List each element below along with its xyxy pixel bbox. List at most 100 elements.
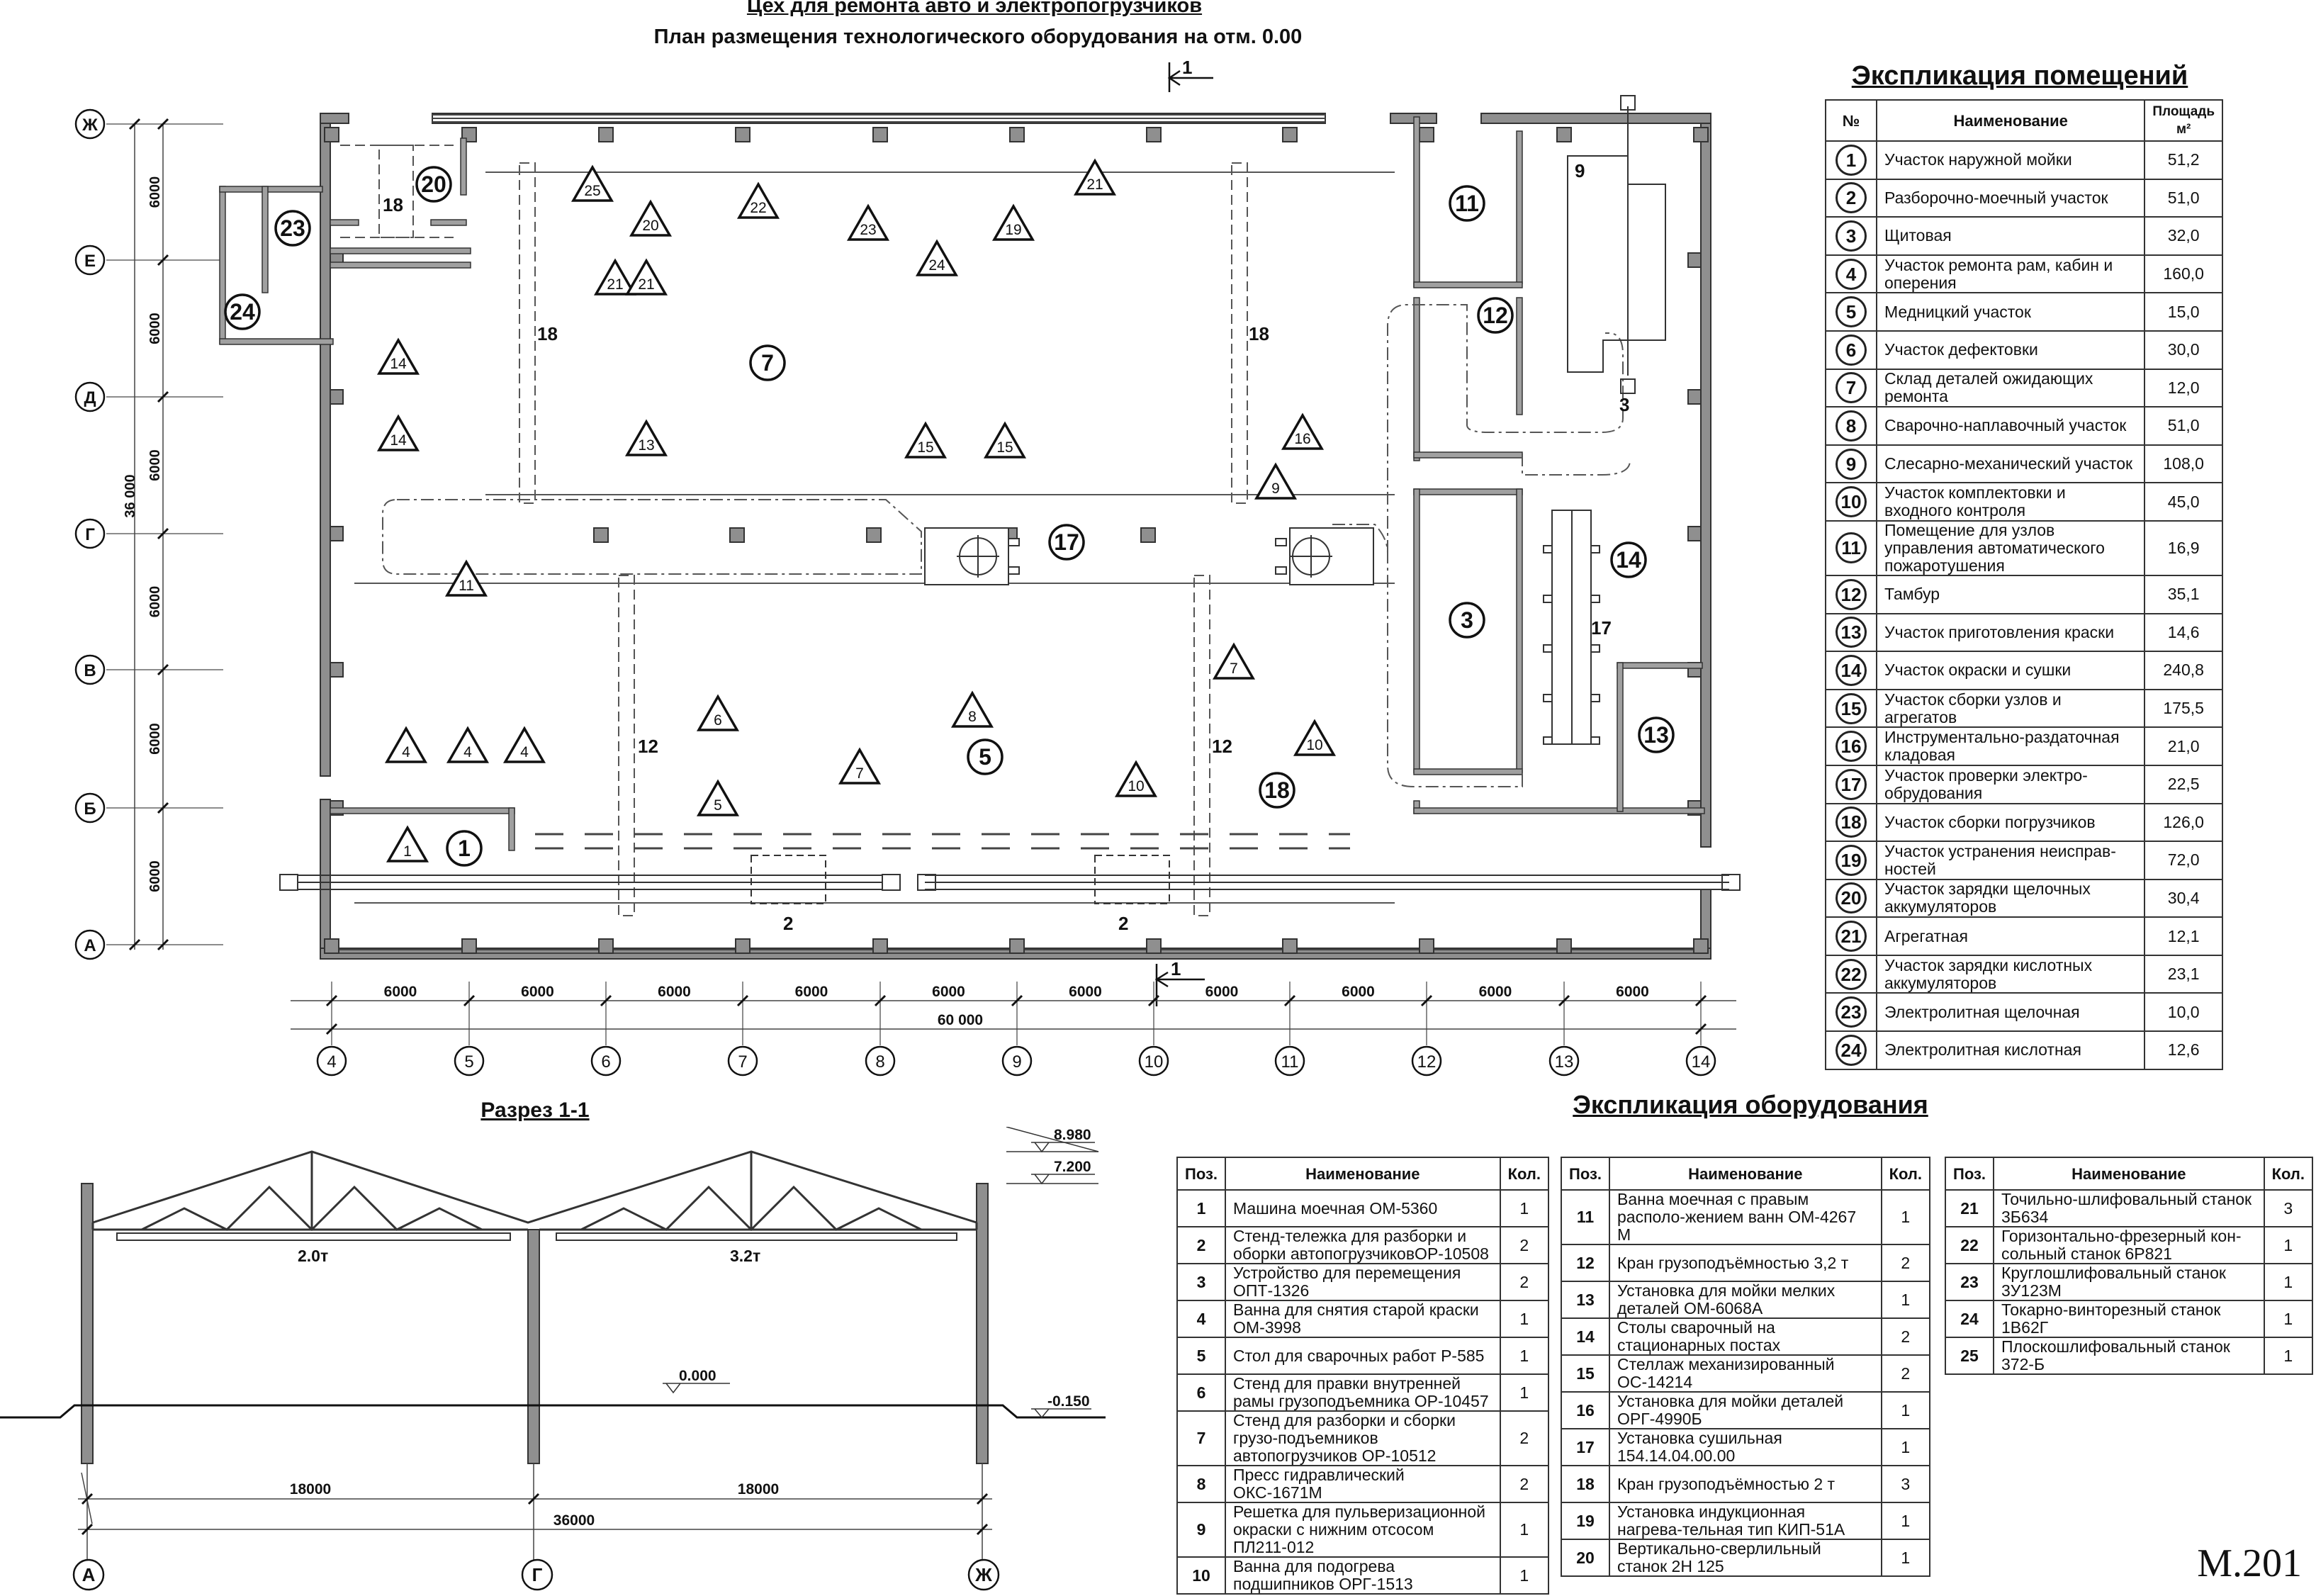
room-marker: 13 <box>1638 716 1675 753</box>
room-area: 30,4 <box>2144 878 2223 918</box>
svg-text:20: 20 <box>421 172 446 197</box>
equipment-pos: 8 <box>1176 1465 1227 1503</box>
equipment-pos: 1 <box>1176 1189 1227 1227</box>
bay-dimension: 6000 <box>147 449 163 481</box>
eq1-col-name: Наименование <box>1225 1157 1501 1191</box>
svg-text:13: 13 <box>1643 722 1669 748</box>
svg-text:Д: Д <box>84 388 96 408</box>
equipment-marker: 22 <box>736 181 780 219</box>
span-dimension: 6000 <box>1616 984 1649 1000</box>
span-dimension: 6000 <box>1069 984 1102 1000</box>
equipment-qty: 1 <box>1880 1391 1931 1429</box>
equipment-pos: 5 <box>1176 1337 1227 1375</box>
equipment-pos: 20 <box>1560 1539 1611 1577</box>
equipment-marker: 5 <box>696 779 740 816</box>
equipment-qty: 1 <box>2263 1337 2314 1375</box>
svg-text:14: 14 <box>1692 1052 1711 1072</box>
room-marker: 7 <box>749 344 786 381</box>
equipment-row: 1 Машина моечная ОМ-5360 1 <box>1176 1189 1550 1227</box>
svg-text:21: 21 <box>607 276 623 293</box>
room-area: 21,0 <box>2144 726 2223 766</box>
dimension-lines <box>134 124 1736 1030</box>
equipment-name: Ванна для подогрева подшипников ОРГ-1513 <box>1225 1556 1501 1595</box>
svg-text:8: 8 <box>875 1052 884 1072</box>
room-name: Склад деталей ожидающих ремонта <box>1875 368 2146 408</box>
equipment-marker: 4 <box>446 726 490 763</box>
svg-text:7: 7 <box>855 765 864 782</box>
room-name: Участок приготовления краски <box>1875 612 2146 653</box>
room9-label: 9 <box>1575 160 1585 181</box>
equipment-name: Плоскошлифовальный станок 372-Б <box>1993 1337 2265 1375</box>
room-area: 45,0 <box>2144 482 2223 522</box>
equipment-row: 19 Установка индукционная нагрева-тельна… <box>1560 1502 1931 1540</box>
equipment-marker: 19 <box>991 203 1035 241</box>
equipment-pos: 14 <box>1560 1317 1611 1356</box>
equipment-marker: 10 <box>1293 719 1337 756</box>
room-row: 3 Щитовая 32,0 <box>1825 216 2223 256</box>
room-area: 16,9 <box>2144 519 2223 576</box>
equipment-row: 6 Стенд для правки внутренней рамы грузо… <box>1176 1373 1550 1412</box>
column-axis-marker: 9 <box>1001 1045 1033 1077</box>
svg-text:15: 15 <box>996 439 1013 456</box>
eq3-col-qty: Кол. <box>2263 1157 2314 1191</box>
equipment-marker: 13 <box>624 419 668 456</box>
equipment-qty: 1 <box>1499 1189 1550 1227</box>
room-number-circle: 19 <box>1836 844 1867 876</box>
room-marker: 12 <box>1477 297 1514 334</box>
room-name: Разборочно-моечный участок <box>1875 178 2146 218</box>
svg-text:22: 22 <box>750 200 766 216</box>
room-name: Участок зарядки щелочных аккумуляторов <box>1875 878 2146 918</box>
row-axis-marker: А <box>74 929 106 960</box>
room-number-circle: 15 <box>1836 692 1867 724</box>
drawing-title: Цех для ремонта авто и электропогрузчико… <box>746 0 1203 17</box>
room-name: Слесарно-механический участок <box>1875 444 2146 484</box>
section-span-right: 18000 <box>738 1481 779 1497</box>
svg-text:15: 15 <box>917 439 933 456</box>
room-row: 24 Электролитная кислотная 12,6 <box>1825 1030 2223 1070</box>
column-axis-marker: 11 <box>1274 1045 1305 1077</box>
svg-text:24: 24 <box>230 299 255 325</box>
room-name: Медницкий участок <box>1875 292 2146 332</box>
equipment-marker: 25 <box>570 164 614 202</box>
room-row: 17 Участок проверки электро-обрудования … <box>1825 764 2223 804</box>
room-name: Щитовая <box>1875 216 2146 256</box>
svg-text:19: 19 <box>1005 222 1021 238</box>
room-row: 12 Тамбур 35,1 <box>1825 574 2223 614</box>
equipment-pos: 24 <box>1944 1300 1995 1338</box>
plan-title: План размещения технологического оборудо… <box>653 26 1303 48</box>
equipment-name: Стенд для разборки и сборки грузо-подъем… <box>1225 1410 1501 1466</box>
equipment-qty: 2 <box>1499 1263 1550 1301</box>
eq1-col-pos: Поз. <box>1176 1157 1227 1191</box>
svg-text:А: А <box>84 936 96 955</box>
room-name: Участок наружной мойки <box>1875 140 2146 180</box>
crane-tracks <box>340 145 1395 916</box>
room-number-circle: 1 <box>1836 144 1867 176</box>
equipment-pos: 4 <box>1176 1300 1227 1338</box>
room-number-circle: 16 <box>1836 731 1867 763</box>
equipment-name: Установка для мойки мелких деталей ОМ-60… <box>1609 1281 1882 1319</box>
bay-dimension: 6000 <box>147 723 163 755</box>
room-area: 10,0 <box>2144 992 2223 1033</box>
equipment-row: 13 Установка для мойки мелких деталей ОМ… <box>1560 1281 1931 1319</box>
equipment-row: 12 Кран грузоподъёмностью 3,2 т 2 <box>1560 1244 1931 1282</box>
room-number-circle: 6 <box>1836 334 1867 366</box>
room-marker: 20 <box>415 166 452 203</box>
equipment-pos: 10 <box>1176 1556 1227 1595</box>
room-row: 19 Участок устранения неисправ-ностей 72… <box>1825 841 2223 880</box>
equipment-marker: 9 <box>1254 462 1298 500</box>
span-dimension: 6000 <box>658 984 691 1000</box>
rooms-col-name: Наименование <box>1875 99 2146 142</box>
room-number-circle: 22 <box>1836 958 1867 990</box>
equipment-pos: 19 <box>1560 1502 1611 1540</box>
equipment-name: Машина моечная ОМ-5360 <box>1225 1189 1501 1227</box>
room-row: 22 Участок зарядки кислотных аккумулятор… <box>1825 954 2223 994</box>
span-dimension: 6000 <box>1205 984 1239 1000</box>
partitions-left <box>219 137 515 851</box>
equipment-name: Кран грузоподъёмностью 3,2 т <box>1609 1244 1882 1282</box>
room-row: 14 Участок окраски и сушки 240,8 <box>1825 651 2223 690</box>
span-dimension: 6000 <box>795 984 828 1000</box>
room-area: 14,6 <box>2144 612 2223 653</box>
equipment-name: Стенд-тележка для разборки и оборки авто… <box>1225 1226 1501 1264</box>
equipment-qty: 1 <box>1880 1539 1931 1577</box>
equipment-qty: 2 <box>1880 1244 1931 1282</box>
